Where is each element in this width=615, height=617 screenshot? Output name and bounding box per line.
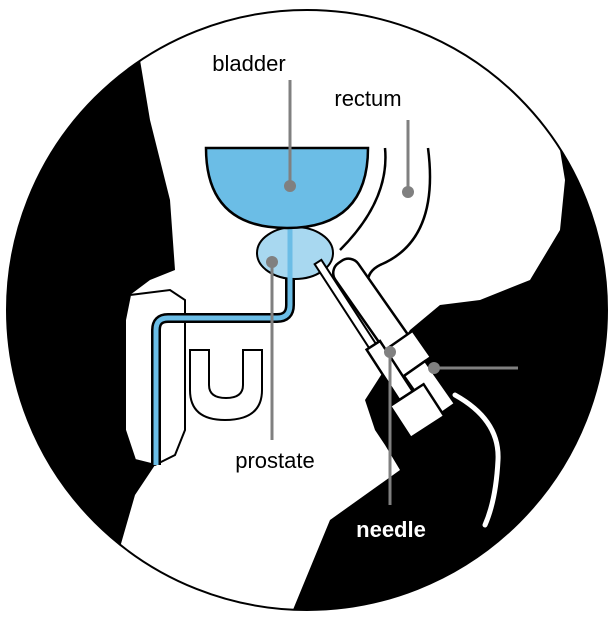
label-prostate: prostate: [235, 448, 315, 473]
label-bladder: bladder: [212, 51, 285, 76]
label-probe: probe: [535, 348, 596, 373]
label-needle: needle: [356, 517, 426, 542]
prostate-pointer-dot: [266, 256, 278, 268]
label-rectum: rectum: [334, 86, 401, 111]
probe-pointer-dot: [428, 362, 440, 374]
needle-pointer-dot: [384, 346, 396, 358]
bladder-pointer-dot: [284, 180, 296, 192]
rectum-pointer-dot: [402, 186, 414, 198]
